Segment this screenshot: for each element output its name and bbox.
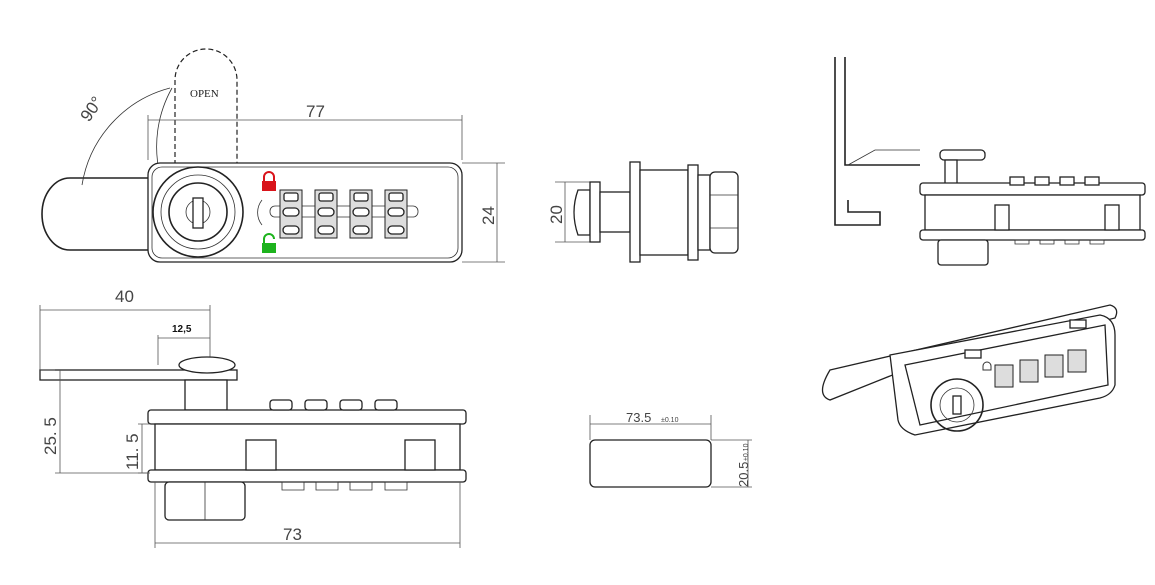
isometric-view <box>821 304 1118 436</box>
body-width-label: 73 <box>283 525 302 544</box>
locked-icon <box>262 171 276 191</box>
lock-body <box>147 162 463 263</box>
angle-label: 90° <box>77 93 107 125</box>
dial-outer <box>152 166 244 258</box>
unlocked-icon <box>262 233 276 253</box>
cam-bar <box>41 177 160 251</box>
height-dim-label-2: 25. 5 <box>41 417 60 455</box>
cutout-view: 73.5 ±0.10 20.5 ±0.10 <box>589 410 752 488</box>
width-dim-label: 77 <box>306 102 325 121</box>
height-dimension <box>462 162 505 263</box>
angle-arc <box>156 87 173 176</box>
front-view: OPEN 90° 77 24 <box>41 48 505 263</box>
code-wheels <box>279 189 408 239</box>
key-slot-icon <box>192 197 204 229</box>
side-view: 20 <box>547 161 739 263</box>
cutout-width-label: 73.5 <box>626 410 651 425</box>
cutout-height-label: 20.5 <box>736 462 751 487</box>
offset-dim-label: 12,5 <box>172 324 192 335</box>
cutout-height-tol: ±0.10 <box>743 443 750 461</box>
cam-open-position <box>174 48 238 165</box>
width-dimension <box>147 115 463 160</box>
side-height-label: 20 <box>547 205 566 224</box>
body-height-label: 11. 5 <box>123 433 142 470</box>
rotation-arrow-icon <box>257 199 263 226</box>
mount-view <box>834 57 1146 266</box>
open-label: OPEN <box>190 88 219 100</box>
plate-dim-label: 40 <box>115 287 134 306</box>
height-dim-label: 24 <box>479 206 498 225</box>
cutout-width-tol: ±0.10 <box>661 417 679 424</box>
top-view: 40 12,5 25. 5 11. 5 73 <box>39 287 467 548</box>
